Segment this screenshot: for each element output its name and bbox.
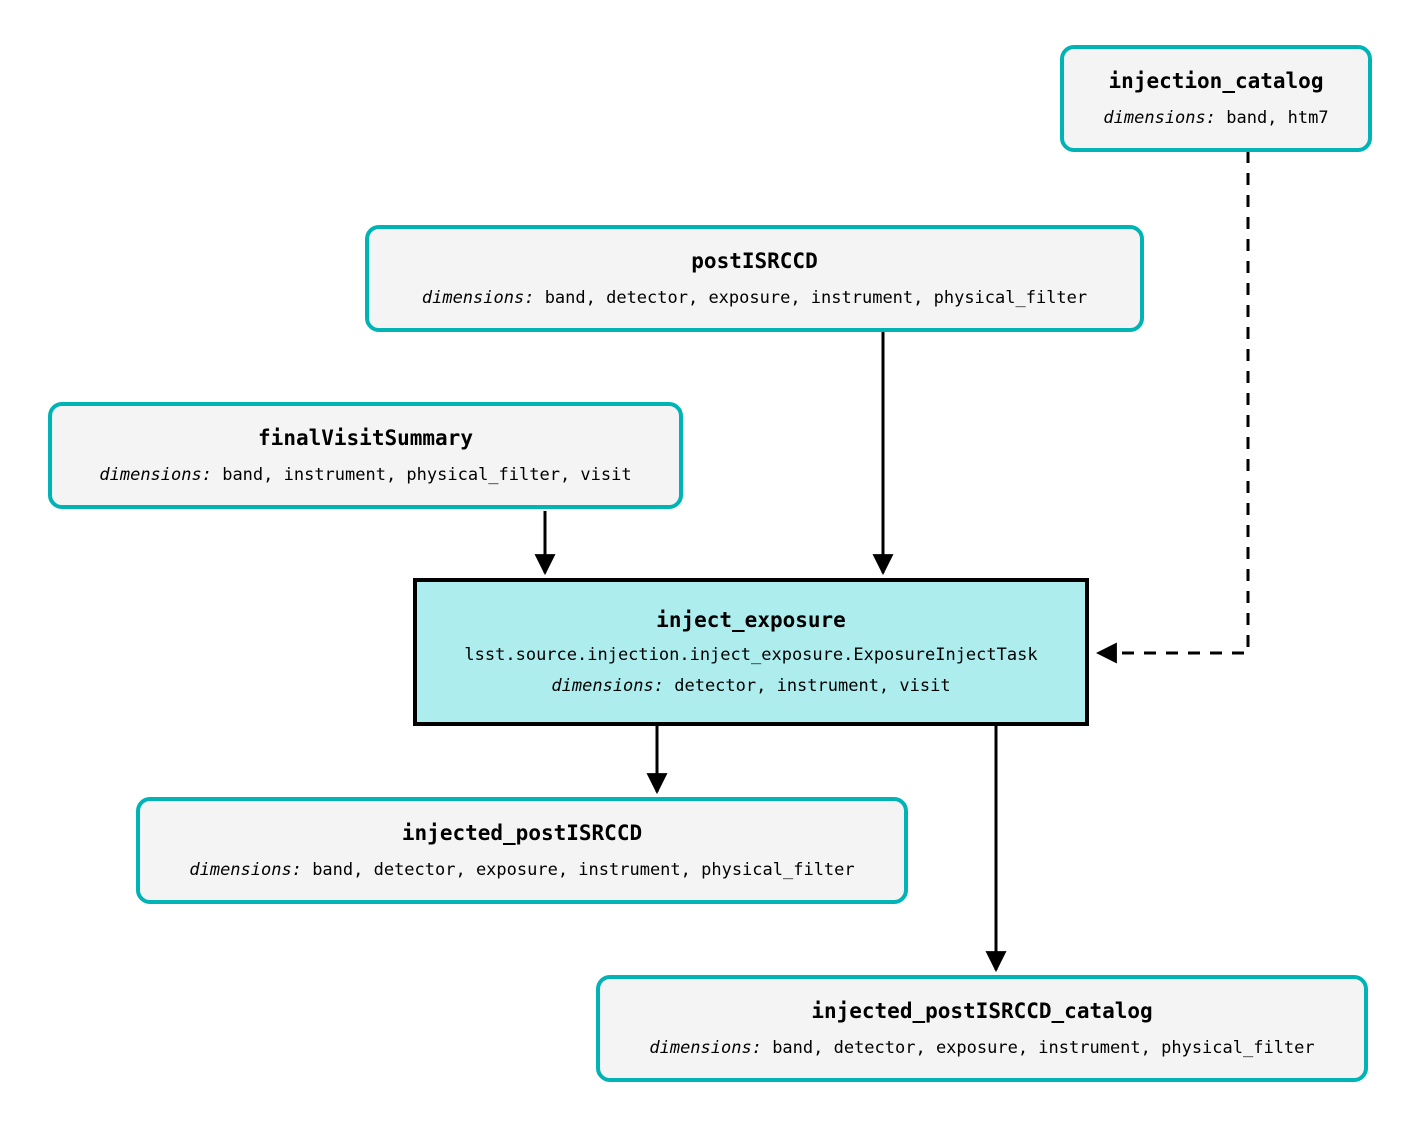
dimensions-values: band, htm7 (1216, 107, 1329, 128)
node-title: injected_postISRCCD_catalog (811, 998, 1153, 1023)
dimensions-label: dimensions: (649, 1037, 762, 1058)
node-dimensions: dimensions: detector, instrument, visit (551, 675, 951, 696)
node-classname: lsst.source.injection.inject_exposure.Ex… (464, 644, 1038, 665)
node-title: finalVisitSummary (258, 425, 473, 450)
node-injected-postisrccd[interactable]: injected_postISRCCD dimensions: band, de… (136, 797, 908, 904)
dimensions-label: dimensions: (551, 675, 664, 696)
node-title: inject_exposure (656, 607, 846, 632)
node-dimensions: dimensions: band, detector, exposure, in… (649, 1037, 1315, 1058)
node-injected-postisrccd-catalog[interactable]: injected_postISRCCD_catalog dimensions: … (596, 975, 1368, 1082)
dimensions-label: dimensions: (421, 287, 535, 308)
node-title: injected_postISRCCD (401, 820, 643, 845)
node-dimensions: dimensions: band, detector, exposure, in… (189, 859, 855, 880)
dimensions-values: band, detector, exposure, instrument, ph… (761, 1037, 1315, 1058)
node-dimensions: dimensions: band, instrument, physical_f… (99, 464, 632, 485)
dimensions-label: dimensions: (99, 464, 212, 485)
dimensions-label: dimensions: (189, 859, 302, 880)
node-title: injection_catalog (1108, 68, 1324, 93)
dimensions-values: band, instrument, physical_filter, visit (211, 464, 632, 485)
node-dimensions: dimensions: band, htm7 (1103, 107, 1329, 128)
dimensions-label: dimensions: (1103, 107, 1216, 128)
node-postisrccd[interactable]: postISRCCD dimensions: band, detector, e… (365, 225, 1144, 332)
node-dimensions: dimensions: band, detector, exposure, in… (421, 287, 1088, 308)
node-finalvisitsummary[interactable]: finalVisitSummary dimensions: band, inst… (48, 402, 683, 509)
dimensions-values: band, detector, exposure, instrument, ph… (534, 287, 1088, 308)
node-inject-exposure[interactable]: inject_exposure lsst.source.injection.in… (413, 578, 1089, 726)
node-injection-catalog[interactable]: injection_catalog dimensions: band, htm7 (1060, 45, 1372, 152)
dimensions-values: detector, instrument, visit (664, 675, 951, 696)
node-title: postISRCCD (691, 248, 818, 273)
dimensions-values: band, detector, exposure, instrument, ph… (301, 859, 855, 880)
